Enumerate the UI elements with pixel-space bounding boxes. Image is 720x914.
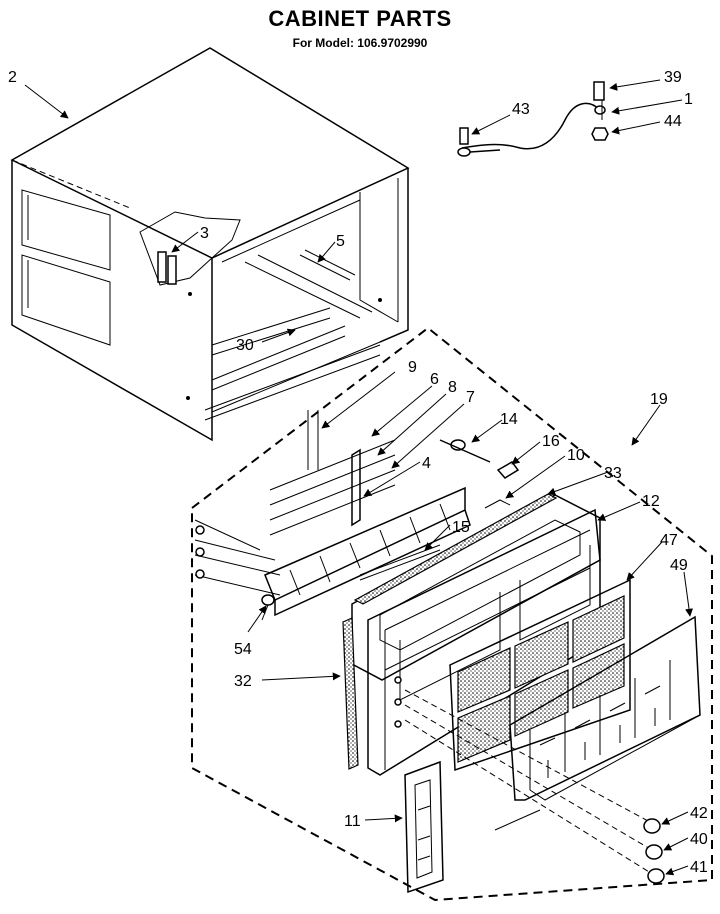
callout-30: 30 [236, 337, 254, 354]
air-filter [449, 578, 631, 772]
callout-6: 6 [430, 371, 439, 388]
callout-19: 19 [650, 391, 668, 408]
callout-54: 54 [234, 641, 252, 658]
callout-4: 4 [422, 455, 431, 472]
callout-16: 16 [542, 433, 560, 450]
callout-numbers: 2 3 5 30 9 6 8 7 4 14 16 10 33 12 15 19 … [8, 69, 708, 876]
control-parts [359, 439, 520, 581]
callout-47: 47 [660, 532, 678, 549]
knobs [404, 689, 665, 884]
callout-40: 40 [690, 831, 708, 848]
callout-5: 5 [336, 233, 345, 250]
callout-1: 1 [684, 91, 693, 108]
callout-49: 49 [670, 557, 688, 574]
callout-39: 39 [664, 69, 682, 86]
callout-2: 2 [8, 69, 17, 86]
louver-assembly [194, 410, 471, 621]
callout-42: 42 [690, 805, 708, 822]
callout-32: 32 [234, 673, 252, 690]
callout-9: 9 [408, 359, 417, 376]
callout-10: 10 [567, 447, 585, 464]
ground-wire-assembly [457, 81, 609, 157]
model-number: For Model: 106.9702990 [292, 36, 428, 50]
access-panel [404, 760, 541, 894]
callout-33: 33 [604, 465, 622, 482]
callout-15: 15 [452, 519, 470, 536]
front-panel-assembly-boundary [191, 326, 713, 902]
callout-44: 44 [664, 113, 682, 130]
callout-3: 3 [200, 225, 209, 242]
callout-14: 14 [500, 411, 518, 428]
diagram-title: CABINET PARTS [268, 6, 452, 31]
callout-43: 43 [512, 101, 530, 118]
cabinet-shell [10, 47, 410, 442]
callout-7: 7 [466, 389, 475, 406]
callout-11: 11 [344, 813, 361, 830]
callout-41: 41 [690, 859, 708, 876]
leader-lines [24, 79, 693, 876]
front-grille [509, 615, 701, 801]
callout-8: 8 [448, 379, 457, 396]
callout-12: 12 [642, 493, 660, 510]
